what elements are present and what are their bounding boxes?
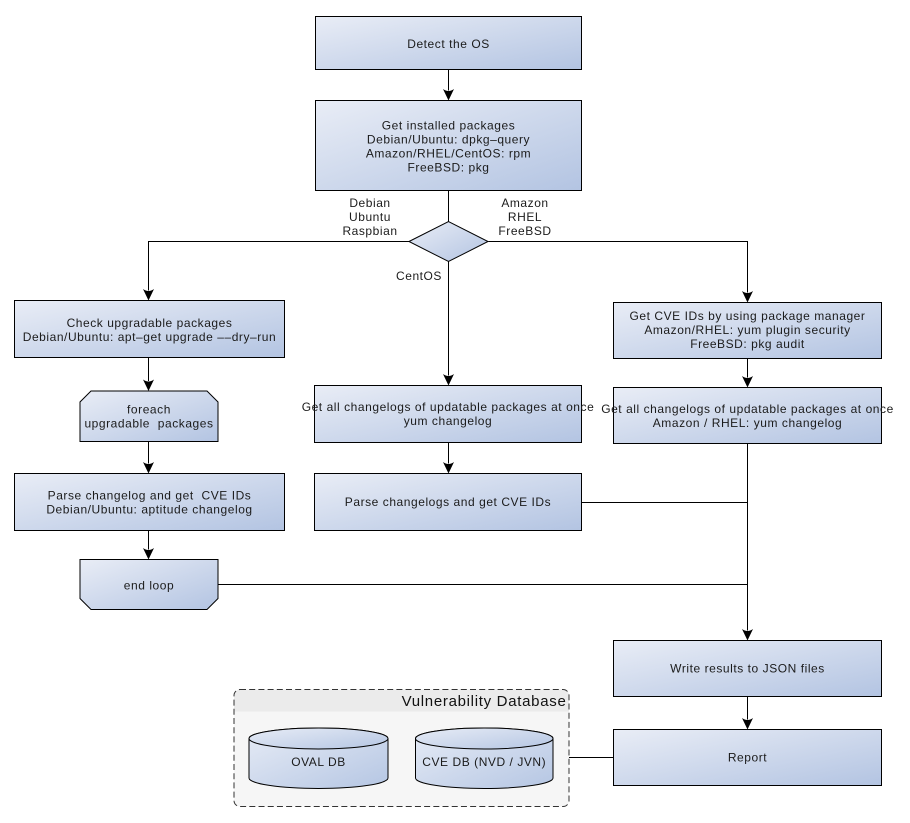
svg-text:CVE DB (NVD / JVN): CVE DB (NVD / JVN) xyxy=(422,755,546,769)
svg-text:Amazon/RHEL: yum plugin securi: Amazon/RHEL: yum plugin security xyxy=(644,323,850,337)
svg-text:Get CVE IDs by using package m: Get CVE IDs by using package manager xyxy=(630,309,866,323)
svg-text:Debian/Ubuntu: apt–get upgrade: Debian/Ubuntu: apt–get upgrade ––dry–run xyxy=(23,330,277,344)
svg-text:upgradable packages: upgradable packages xyxy=(84,417,213,431)
svg-text:foreach: foreach xyxy=(127,403,171,417)
svg-text:OVAL DB: OVAL DB xyxy=(291,755,346,769)
svg-text:Debian/Ubuntu: dpkg–query: Debian/Ubuntu: dpkg–query xyxy=(367,133,530,147)
svg-text:Ubuntu: Ubuntu xyxy=(349,210,391,224)
svg-text:Amazon / RHEL: yum changelog: Amazon / RHEL: yum changelog xyxy=(653,416,843,430)
svg-text:yum changelog: yum changelog xyxy=(404,414,493,428)
svg-text:Debian/Ubuntu: aptitude change: Debian/Ubuntu: aptitude changelog xyxy=(46,503,252,517)
svg-text:FreeBSD: FreeBSD xyxy=(498,224,551,238)
svg-text:Parse changelogs and get CVE I: Parse changelogs and get CVE IDs xyxy=(345,495,551,509)
svg-text:Raspbian: Raspbian xyxy=(342,224,397,238)
svg-text:Get installed packages: Get installed packages xyxy=(382,119,516,133)
svg-text:Get all changelogs of updatabl: Get all changelogs of updatable packages… xyxy=(601,402,894,416)
svg-text:FreeBSD: pkg audit: FreeBSD: pkg audit xyxy=(690,337,805,351)
svg-text:Amazon/RHEL/CentOS: rpm: Amazon/RHEL/CentOS: rpm xyxy=(366,147,531,161)
svg-text:end loop: end loop xyxy=(124,579,174,593)
svg-text:Check upgradable packages: Check upgradable packages xyxy=(67,316,233,330)
svg-text:Parse changelog and get CVE I: Parse changelog and get CVE IDs xyxy=(48,489,252,503)
svg-text:Debian: Debian xyxy=(349,196,390,210)
svg-text:CentOS: CentOS xyxy=(396,269,442,283)
svg-text:Write results to JSON files: Write results to JSON files xyxy=(670,662,825,676)
svg-text:Amazon: Amazon xyxy=(501,196,548,210)
svg-text:Detect the OS: Detect the OS xyxy=(407,37,490,51)
svg-text:FreeBSD: pkg: FreeBSD: pkg xyxy=(408,161,490,175)
svg-text:Get all changelogs of updatabl: Get all changelogs of updatable packages… xyxy=(302,400,595,414)
svg-text:Vulnerability Database: Vulnerability Database xyxy=(402,693,567,710)
svg-text:RHEL: RHEL xyxy=(508,210,542,224)
svg-text:Report: Report xyxy=(728,751,767,765)
